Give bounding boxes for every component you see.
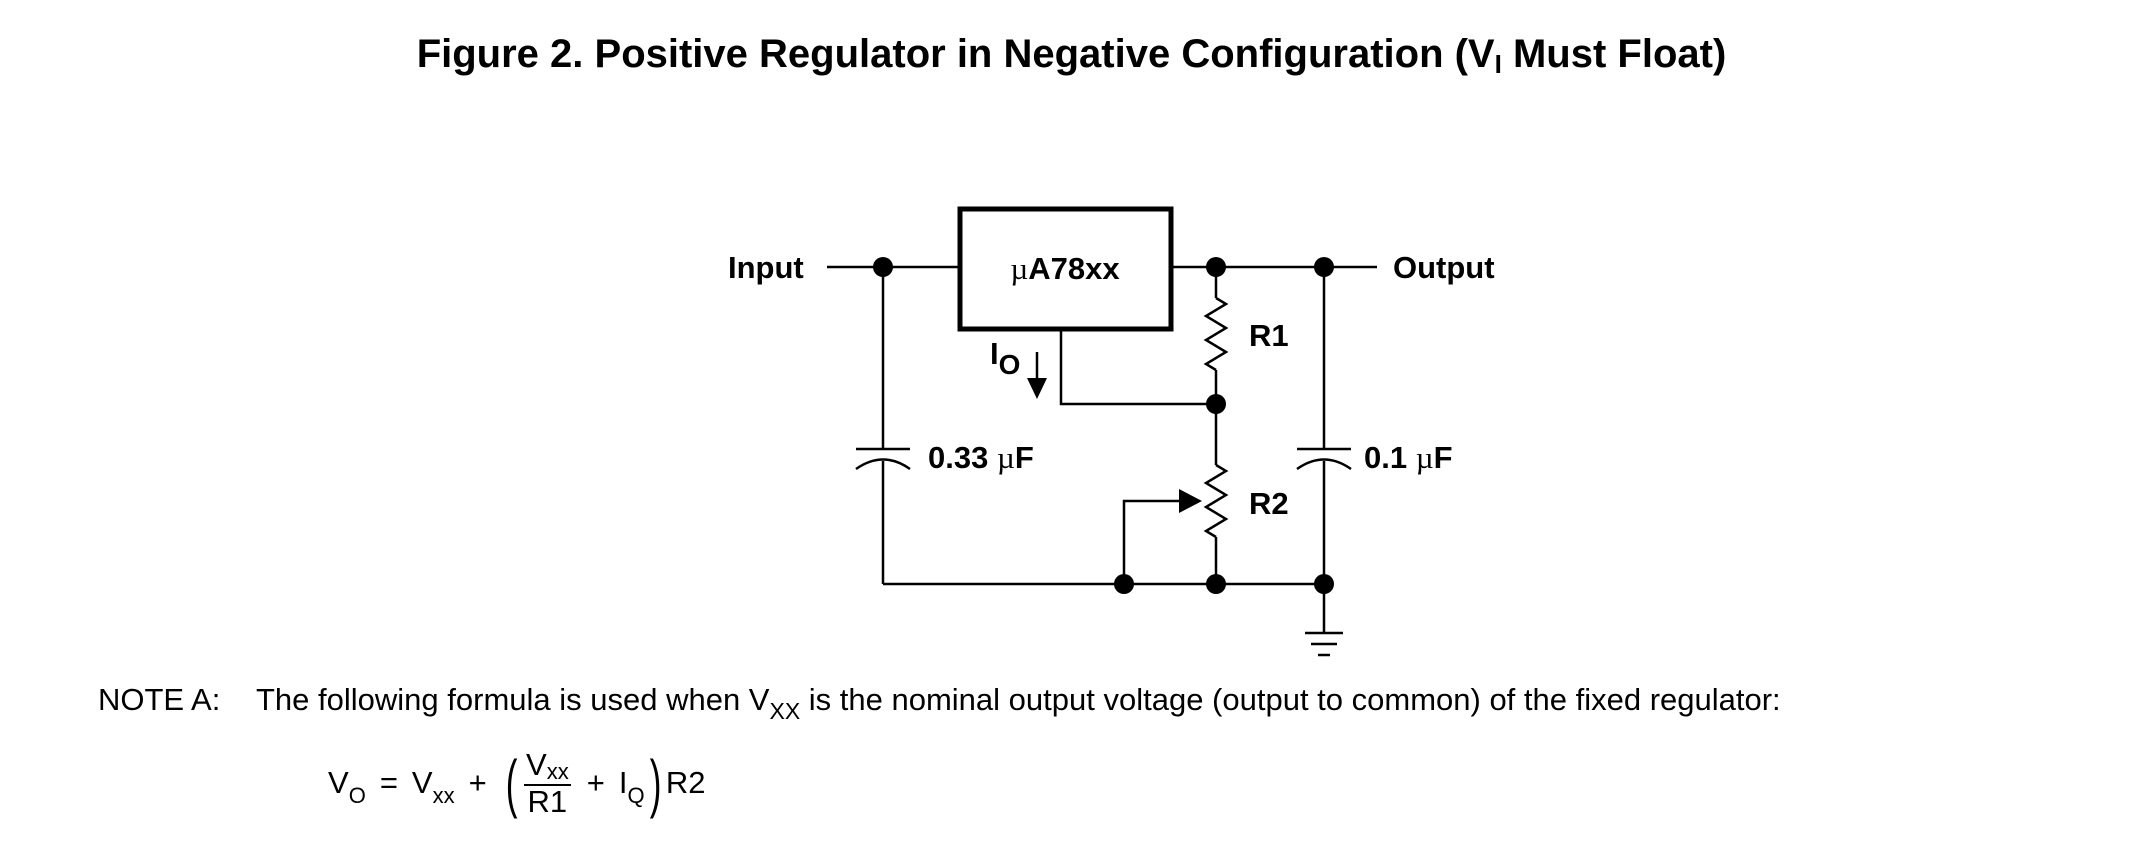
formula-iq: IQ: [618, 765, 645, 808]
formula-vo-main: V: [328, 765, 349, 800]
formula-r2: R2: [665, 765, 706, 800]
io-label-sub: O: [999, 349, 1021, 380]
junction-dot-wiper: [1114, 574, 1134, 594]
cap-in-plate-curved: [855, 458, 911, 471]
regulator-name: A78xx: [1028, 251, 1120, 286]
formula-vxx-sub: xx: [432, 783, 455, 808]
cap-in-mu: µ: [997, 440, 1015, 475]
fraction-numerator: Vxx: [524, 746, 571, 786]
formula-vo-sub: O: [348, 783, 366, 808]
junction-dot-ground: [1314, 574, 1334, 594]
output-label: Output: [1393, 250, 1495, 285]
io-label: IO: [990, 336, 1020, 380]
r2-label: R2: [1249, 486, 1289, 521]
junction-dot-r2-bottom: [1206, 574, 1226, 594]
formula-plus-1: +: [468, 765, 487, 800]
r1-resistor: [1203, 296, 1229, 372]
junction-dot-input: [873, 257, 893, 277]
regulator-label: µA78xx: [1010, 251, 1120, 286]
cap-in-unit: F: [1015, 440, 1034, 475]
note-a: NOTE A: The following formula is used whe…: [98, 680, 1781, 731]
cap-out-mu: µ: [1416, 440, 1434, 475]
io-arrow-head: [1027, 378, 1047, 399]
formula-plus-2: +: [586, 765, 605, 800]
note-label: NOTE A:: [98, 682, 221, 717]
title-subscript: I: [1494, 49, 1502, 79]
cap-out-value: 0.1: [1364, 440, 1416, 475]
r2-resistor: [1203, 463, 1229, 539]
note-text: The following formula is used when V: [256, 682, 770, 717]
formula-vxx-main: V: [411, 765, 433, 800]
formula-iq-sub: Q: [627, 783, 645, 808]
formula-open-paren: (: [505, 747, 518, 819]
note-subscript: XX: [769, 698, 801, 724]
io-label-main: I: [990, 336, 999, 371]
formula-vxx: Vxx: [411, 765, 455, 808]
formula-iq-main: I: [618, 765, 628, 800]
formula-close-paren: ): [649, 747, 662, 819]
title-text-suffix: Must Float): [1501, 32, 1727, 76]
numerator-sub: xx: [546, 758, 569, 784]
formula-equals: =: [379, 765, 398, 800]
fraction-denominator: R1: [527, 783, 568, 819]
r2-wiper-arrow: [1179, 489, 1202, 513]
title-text: Figure 2. Positive Regulator in Negative…: [416, 32, 1495, 76]
r1-label: R1: [1249, 318, 1289, 353]
cap-out-unit: F: [1434, 440, 1453, 475]
output-voltage-formula: VO = Vxx + ( Vxx R1 + IQ ) R2: [328, 738, 706, 828]
figure-title: Figure 2. Positive Regulator in Negative…: [0, 30, 2143, 88]
regulator-box: [957, 206, 1174, 332]
mu-symbol: µ: [1010, 251, 1028, 286]
junction-dot-output: [1314, 257, 1334, 277]
junction-dot-reg-out: [1206, 257, 1226, 277]
formula-fraction: Vxx R1: [524, 746, 571, 819]
note-text-after: is the nominal output voltage (output to…: [800, 682, 1781, 717]
cap-out-label: 0.1 µF: [1364, 440, 1453, 475]
regulator-common-wire: [1059, 330, 1216, 406]
numerator-main: V: [526, 746, 547, 782]
input-label: Input: [728, 250, 804, 285]
cap-in-label: 0.33 µF: [928, 440, 1034, 475]
junction-dot-r1-r2: [1206, 394, 1226, 414]
cap-out-plate-curved: [1296, 458, 1352, 471]
formula-vo: VO: [328, 765, 366, 808]
cap-in-value: 0.33: [928, 440, 997, 475]
r2-wiper-wire: [1122, 499, 1180, 584]
